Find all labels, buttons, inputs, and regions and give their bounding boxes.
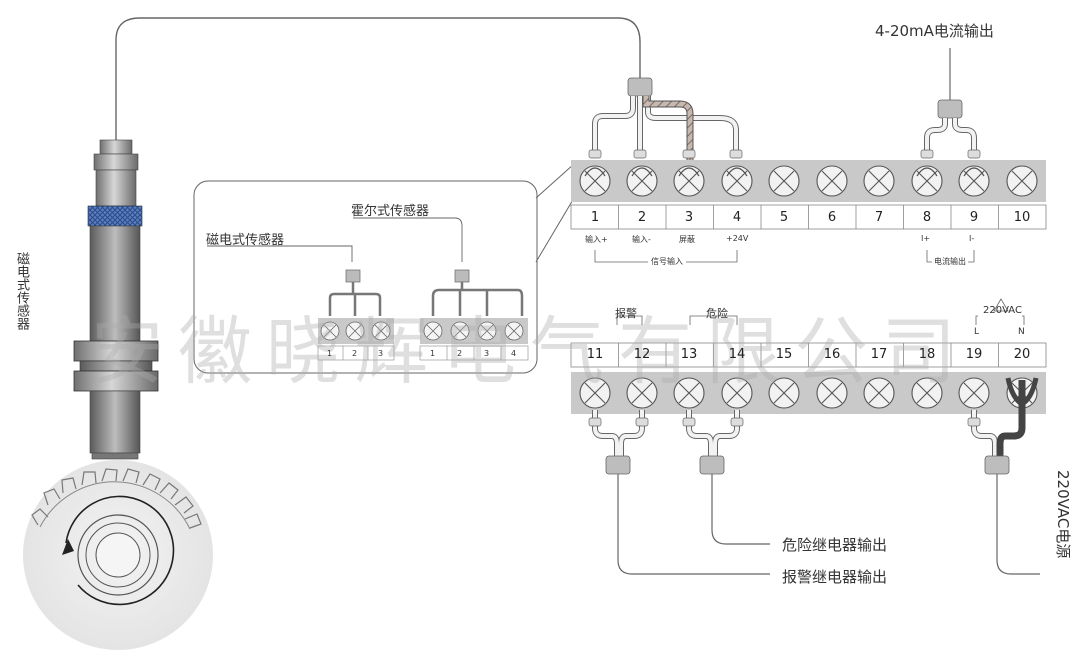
current-output-title: 4-20mA电流输出 bbox=[875, 22, 994, 40]
inset-left-num: 3 bbox=[378, 349, 384, 358]
inset-box bbox=[193, 163, 575, 374]
sensor-body bbox=[73, 139, 159, 460]
signal-cable-bundle bbox=[584, 77, 748, 177]
terminal-number: 5 bbox=[779, 210, 789, 225]
inset-left-num: 2 bbox=[352, 349, 358, 358]
terminal-number: 11 bbox=[586, 347, 604, 362]
terminal-number: 7 bbox=[874, 210, 884, 225]
current-output-small-label: 电流输出 bbox=[932, 256, 968, 267]
terminal-sublabel: I- bbox=[969, 234, 975, 243]
terminal-number: 8 bbox=[922, 210, 932, 225]
watermark: 安徽晓辉电气有限公司 bbox=[90, 309, 970, 395]
terminal-sublabel: I+ bbox=[921, 234, 931, 243]
terminal-sublabel: 屏蔽 bbox=[679, 235, 695, 244]
danger-label: 危险 bbox=[706, 307, 728, 320]
terminal-number: 13 bbox=[680, 347, 698, 362]
alarm-relay-cable bbox=[588, 410, 770, 575]
l-mark: L bbox=[974, 327, 980, 337]
terminal-number: 1 bbox=[590, 210, 600, 225]
terminal-number: 12 bbox=[633, 347, 651, 362]
signal-input-label: 信号输入 bbox=[648, 256, 686, 267]
inset-right-num: 3 bbox=[484, 349, 490, 358]
terminal-number: 4 bbox=[732, 210, 742, 225]
inset-left-num: 1 bbox=[327, 349, 333, 358]
inset-right-num: 4 bbox=[511, 349, 517, 358]
terminal-number: 14 bbox=[728, 347, 746, 362]
danger-relay-cable bbox=[682, 410, 770, 545]
terminal-sublabel: 输入+ bbox=[585, 235, 608, 244]
n-mark: N bbox=[1018, 327, 1025, 337]
terminal-number: 19 bbox=[965, 347, 983, 362]
terminal-number: 20 bbox=[1013, 347, 1031, 362]
inset-right-num: 2 bbox=[457, 349, 463, 358]
terminal-number: 6 bbox=[827, 210, 837, 225]
power-cable bbox=[967, 377, 1040, 575]
terminal-number: 17 bbox=[870, 347, 888, 362]
top-terminal-block bbox=[570, 160, 1047, 230]
alarm-relay-label: 报警继电器输出 bbox=[782, 568, 888, 586]
terminal-number: 9 bbox=[969, 210, 979, 225]
current-output-cable bbox=[916, 48, 985, 177]
bottom-number-row bbox=[570, 342, 1047, 368]
danger-relay-label: 危险继电器输出 bbox=[782, 536, 888, 554]
terminal-number: 18 bbox=[918, 347, 936, 362]
terminal-number: 16 bbox=[823, 347, 841, 362]
sensor-cable bbox=[115, 17, 641, 142]
terminal-sublabel: +24V bbox=[726, 234, 749, 243]
hall-sensor-label: 霍尔式传感器 bbox=[351, 204, 430, 219]
terminal-number: 2 bbox=[637, 210, 647, 225]
gear bbox=[23, 460, 213, 650]
bottom-terminal-block bbox=[571, 372, 1046, 414]
alarm-label: 报警 bbox=[615, 307, 637, 320]
magnetic-sensor-label: 磁电式传感器 bbox=[206, 233, 285, 248]
inset-right-num: 1 bbox=[430, 349, 436, 358]
power-vertical-label: 220VAC电源 bbox=[1054, 470, 1072, 559]
terminal-sublabel: 输入- bbox=[632, 235, 651, 244]
vac-label: 220VAC bbox=[983, 305, 1022, 316]
terminal-number: 3 bbox=[684, 210, 694, 225]
terminal-number: 10 bbox=[1013, 210, 1031, 225]
terminal-number: 15 bbox=[775, 347, 793, 362]
sensor-vertical-label: 磁电式传感器 bbox=[14, 252, 29, 330]
